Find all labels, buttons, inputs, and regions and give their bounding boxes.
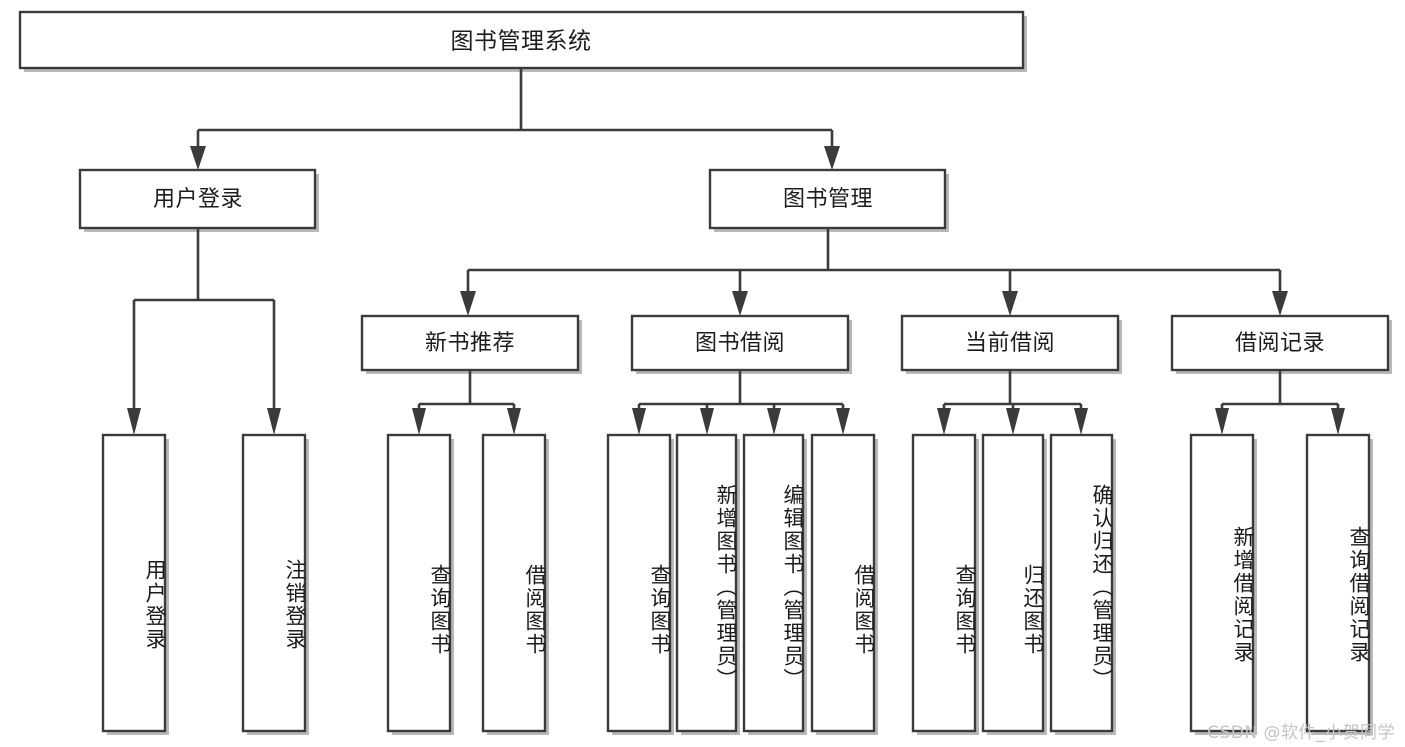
node-root[interactable]: 图书管理系统	[18, 10, 1027, 72]
leaf-new-book-recommend-1[interactable]	[386, 433, 454, 735]
arrowhead-nbr-leaf-1	[412, 408, 426, 435]
leaf-new-book-recommend-2[interactable]	[481, 433, 549, 735]
leaf-borrow-record-2[interactable]	[1305, 433, 1373, 735]
leaf-current-borrow-2[interactable]	[981, 433, 1047, 735]
connector-current-borrow-to-leaves	[937, 370, 1088, 435]
leaf-cb-1-box	[911, 433, 977, 733]
connector-borrow-record-to-leaves	[1215, 370, 1345, 435]
arrowhead-br-leaf-2	[1331, 408, 1345, 435]
leaf-cb-2-box	[981, 433, 1045, 733]
leaf-bb-4-box	[810, 433, 876, 733]
leaf-user-login-1-box	[101, 433, 167, 733]
node-current-borrow-label: 当前借阅	[965, 331, 1055, 356]
node-user-login-box	[78, 168, 317, 230]
csdn-watermark: CSDN @软件_小贺同学	[1207, 723, 1395, 743]
node-new-book-recommend-box	[360, 314, 580, 372]
node-current-borrow-box	[900, 314, 1120, 372]
connector-book-borrow-to-leaves	[632, 370, 850, 435]
leaf-book-borrow-4[interactable]	[810, 433, 878, 735]
arrowhead-bb-leaf-2	[700, 408, 714, 435]
node-book-management[interactable]: 图书管理	[708, 168, 949, 232]
leaf-cb-3-box	[1049, 433, 1114, 733]
node-root-label: 图书管理系统	[451, 29, 592, 55]
arrowhead-user-login-leaf-1	[127, 408, 141, 435]
arrowhead-book-borrow	[732, 291, 748, 316]
node-borrow-record[interactable]: 借阅记录	[1170, 314, 1392, 374]
node-new-book-recommend-label: 新书推荐	[425, 331, 515, 356]
arrowhead-cb-leaf-1	[937, 408, 951, 435]
leaf-br-2-box	[1305, 433, 1371, 733]
arrowhead-cb-leaf-3	[1074, 408, 1088, 435]
leaf-user-login-1[interactable]	[101, 433, 169, 735]
leaf-borrow-record-1[interactable]	[1189, 433, 1257, 735]
arrowhead-user-login-leaf-2	[267, 408, 281, 435]
node-current-borrow[interactable]: 当前借阅	[900, 314, 1122, 374]
leaf-nbr-1-box	[386, 433, 452, 733]
node-borrow-record-box	[1170, 314, 1390, 372]
node-new-book-recommend[interactable]: 新书推荐	[360, 314, 582, 374]
leaf-current-borrow-1[interactable]	[911, 433, 979, 735]
connector-book-management-to-level3	[460, 228, 1288, 316]
connector-user-login-to-leaves	[127, 228, 281, 435]
leaf-user-login-2-box	[241, 433, 307, 733]
leaf-user-login-2[interactable]	[241, 433, 309, 735]
arrowhead-cb-leaf-2	[1006, 408, 1020, 435]
node-user-login[interactable]: 用户登录	[78, 168, 319, 232]
leaf-book-borrow-1[interactable]	[606, 433, 674, 735]
arrowhead-bb-leaf-1	[632, 408, 646, 435]
node-book-borrow[interactable]: 图书借阅	[630, 314, 852, 374]
leaf-book-borrow-2[interactable]	[675, 433, 740, 735]
leaf-bb-1-box	[606, 433, 672, 733]
leaf-bb-3-box	[742, 433, 805, 733]
arrowhead-new-book-recommend	[460, 291, 476, 316]
leaf-nbr-2-box	[481, 433, 547, 733]
leaf-current-borrow-3[interactable]	[1049, 433, 1116, 735]
node-book-management-box	[708, 168, 947, 230]
arrowhead-br-leaf-1	[1215, 408, 1229, 435]
node-user-login-label: 用户登录	[153, 187, 243, 212]
connector-root-to-level2	[190, 68, 840, 170]
arrowhead-bb-leaf-3	[767, 408, 781, 435]
node-book-management-label: 图书管理	[783, 187, 873, 212]
connector-new-book-recommend-to-leaves	[412, 370, 521, 435]
leaf-book-borrow-3[interactable]	[742, 433, 807, 735]
node-root-box	[18, 10, 1025, 70]
arrowhead-current-borrow	[1002, 291, 1018, 316]
node-borrow-record-label: 借阅记录	[1235, 331, 1325, 356]
arrowhead-borrow-record	[1272, 291, 1288, 316]
arrowhead-user-login	[190, 146, 206, 170]
node-book-borrow-label: 图书借阅	[695, 331, 785, 356]
arrowhead-book-manage	[824, 146, 840, 170]
leaf-br-1-box	[1189, 433, 1255, 733]
arrowhead-bb-leaf-4	[836, 408, 850, 435]
leaf-bb-2-box	[675, 433, 738, 733]
arrowhead-nbr-leaf-2	[507, 408, 521, 435]
